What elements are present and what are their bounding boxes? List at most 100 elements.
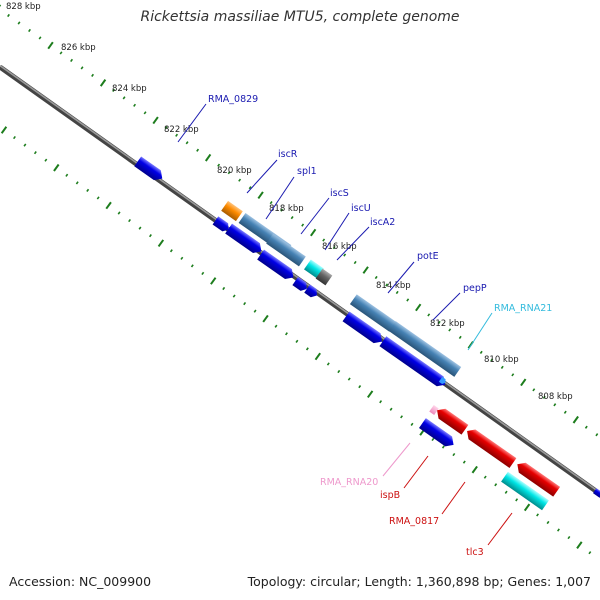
gene-label-pepp[interactable]: pepP — [463, 283, 487, 294]
gene-arrow-edge[interactable] — [593, 488, 600, 498]
leader-iscr — [246, 159, 278, 194]
minor-tick — [305, 347, 309, 351]
minor-tick — [332, 245, 336, 250]
minor-tick — [462, 460, 466, 464]
minor-tick — [437, 320, 441, 325]
gene-arrow-isca2[interactable] — [304, 284, 320, 299]
gene-label-rma0829[interactable]: RMA_0829 — [208, 94, 258, 105]
major-tick — [415, 303, 422, 312]
minor-tick — [148, 234, 152, 238]
minor-tick — [243, 301, 247, 306]
gene-label-iscs[interactable]: iscS — [330, 188, 349, 199]
major-tick — [99, 79, 107, 87]
major-tick — [523, 503, 531, 512]
minor-tick — [253, 309, 257, 313]
gene-arrow-tlc3[interactable] — [514, 459, 561, 497]
minor-tick — [248, 186, 252, 190]
ruler-label: 820 kbp — [217, 166, 252, 176]
minor-tick — [563, 410, 567, 414]
reverse-features — [418, 405, 600, 511]
minor-tick — [133, 103, 137, 107]
gene-label-spl1[interactable]: spl1 — [297, 166, 317, 177]
gene-label-pote[interactable]: potE — [417, 251, 439, 262]
gene-arrow-rma0829[interactable] — [134, 156, 165, 183]
minor-tick — [180, 256, 184, 260]
minor-tick — [389, 407, 393, 411]
gene-label-iscr[interactable]: iscR — [278, 149, 298, 160]
gene-arrow-iscs[interactable] — [257, 249, 297, 283]
gene-label-rma-rna20[interactable]: RMA_RNA20 — [320, 477, 378, 488]
rna-box-rma-rna20[interactable] — [429, 405, 439, 415]
gene-box-iscr-highlight[interactable] — [221, 200, 243, 222]
minor-tick — [536, 513, 539, 517]
feature-box-iscs[interactable] — [315, 268, 333, 286]
minor-tick — [400, 415, 403, 419]
ruler-label: 810 kbp — [484, 355, 519, 365]
minor-tick — [222, 286, 226, 291]
label-leaders — [177, 103, 513, 546]
gene-label-rma0817[interactable]: RMA_0817 — [389, 516, 439, 527]
minor-tick — [347, 377, 351, 381]
genome-summary-text: Topology: circular; Length: 1,360,898 bp… — [247, 574, 591, 589]
major-tick — [0, 126, 8, 134]
minor-tick — [353, 260, 357, 265]
leader-iscu — [324, 212, 350, 251]
minor-tick — [301, 223, 305, 227]
ruler-label: 826 kbp — [61, 43, 96, 53]
minor-tick — [542, 395, 546, 399]
leader-pepp — [432, 292, 461, 321]
gene-arrow-ispb-red[interactable] — [434, 405, 469, 435]
gene-arrow-iscu[interactable] — [292, 276, 309, 293]
minor-tick — [59, 51, 63, 55]
gene-label-isca2[interactable]: iscA2 — [370, 217, 395, 228]
gene-arrow-pepp[interactable] — [379, 336, 448, 389]
gene-arrow-spl1[interactable] — [225, 223, 265, 257]
rna-arrow-rma-rna21[interactable] — [438, 376, 447, 385]
minor-tick — [532, 388, 536, 392]
minor-tick — [584, 425, 588, 429]
minor-tick — [374, 275, 378, 280]
minor-tick — [494, 483, 498, 487]
ruler-label: 824 kbp — [112, 84, 147, 94]
minor-tick — [23, 143, 27, 147]
leader-rma-rna20 — [382, 442, 411, 477]
cds-box-pote[interactable] — [349, 294, 397, 332]
minor-tick — [112, 88, 116, 92]
gene-arrow-pote[interactable] — [342, 311, 386, 346]
major-tick — [157, 239, 165, 248]
minor-tick — [284, 332, 288, 336]
minor-tick — [511, 373, 515, 377]
minor-tick — [91, 73, 95, 77]
minor-tick — [232, 294, 236, 298]
ruler-labels: 828 kbp 826 kbp 824 kbp 822 kbp 820 kbp … — [6, 2, 573, 402]
minor-tick — [458, 335, 462, 340]
cds-box-pepp[interactable] — [388, 321, 462, 377]
gene-label-iscu[interactable]: iscU — [351, 203, 371, 214]
minor-tick — [175, 133, 179, 137]
ruler-label: 828 kbp — [6, 2, 41, 12]
gene-arrow-rma0817[interactable] — [464, 426, 517, 468]
major-tick — [53, 163, 60, 172]
gene-arrow-ispb[interactable] — [418, 418, 457, 450]
minor-tick — [479, 350, 483, 354]
minor-tick — [122, 96, 126, 100]
gene-label-rma-rna21[interactable]: RMA_RNA21 — [494, 303, 552, 314]
leader-rma0817 — [441, 481, 466, 515]
minor-tick — [326, 362, 330, 366]
major-tick — [105, 201, 112, 210]
major-tick — [471, 465, 478, 474]
minor-tick — [322, 238, 326, 242]
gene-arrow-iscr[interactable] — [212, 216, 232, 233]
minor-tick — [169, 249, 173, 253]
major-tick — [257, 191, 264, 200]
major-tick — [262, 314, 269, 323]
minor-tick — [164, 126, 168, 130]
minor-tick — [117, 211, 121, 215]
gene-label-ispb[interactable]: ispB — [380, 490, 400, 501]
minor-tick — [410, 422, 414, 426]
cds-box-spl1[interactable] — [266, 233, 306, 267]
minor-tick — [269, 201, 273, 205]
rna-box-tlc3[interactable] — [501, 471, 549, 511]
gene-label-tlc3[interactable]: tlc3 — [466, 547, 484, 558]
